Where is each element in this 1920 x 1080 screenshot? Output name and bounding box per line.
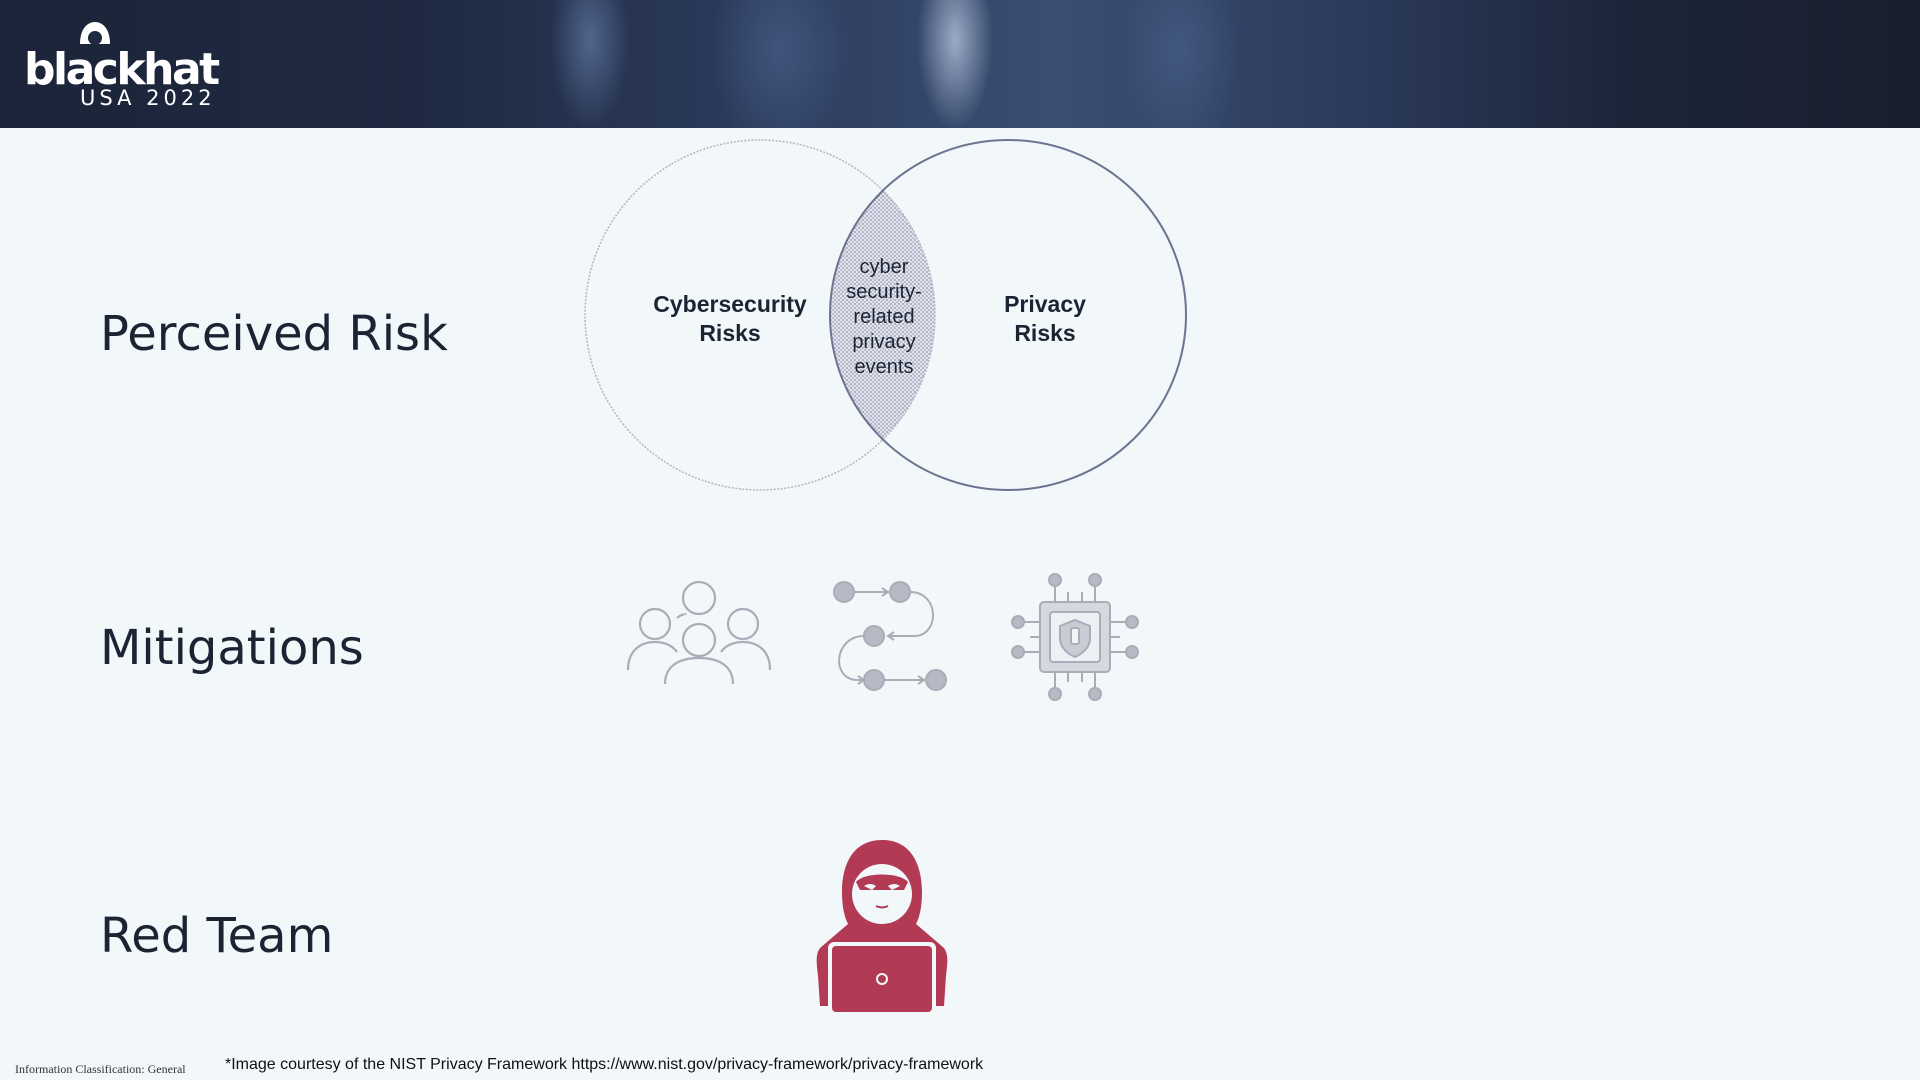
venn-right-line1: Privacy [1004, 291, 1086, 317]
hat-logo-icon [80, 22, 110, 45]
venn-diagram: Cybersecurity Risks Privacy Risks cyber … [570, 135, 1200, 495]
venn-right-line2: Risks [1014, 320, 1076, 346]
venn-left-line1: Cybersecurity [653, 291, 807, 317]
hooded-hacker-icon [812, 836, 952, 1019]
secure-chip-icon [1010, 572, 1140, 707]
header-banner: blackhat USA 2022 [0, 0, 1920, 128]
venn-right-label: Privacy Risks [970, 290, 1120, 348]
venn-right-circle [829, 139, 1187, 491]
process-flow-icon [828, 574, 952, 701]
red-team-label: Red Team [100, 908, 334, 964]
overlap-line: security- [846, 281, 922, 303]
perceived-risk-label: Perceived Risk [100, 306, 448, 362]
venn-overlap-label: cyber security- related privacy events [829, 255, 939, 380]
mitigations-label: Mitigations [100, 620, 364, 676]
logo-subtitle: USA 2022 [80, 86, 216, 110]
overlap-line: events [854, 356, 914, 378]
venn-shapes [584, 139, 1187, 491]
logo-word: blackhat [24, 44, 220, 95]
overlap-line: related [853, 306, 915, 328]
venn-left-circle [584, 139, 936, 491]
venn-left-label: Cybersecurity Risks [635, 290, 825, 348]
classification-note: Information Classification: General [15, 1062, 186, 1076]
blackhat-logo: blackhat USA 2022 [22, 18, 252, 110]
overlap-line: cyber [859, 256, 909, 278]
image-credit: *Image courtesy of the NIST Privacy Fram… [225, 1056, 984, 1073]
people-group-icon [625, 578, 773, 691]
overlap-line: privacy [852, 331, 916, 353]
venn-left-line2: Risks [699, 320, 761, 346]
